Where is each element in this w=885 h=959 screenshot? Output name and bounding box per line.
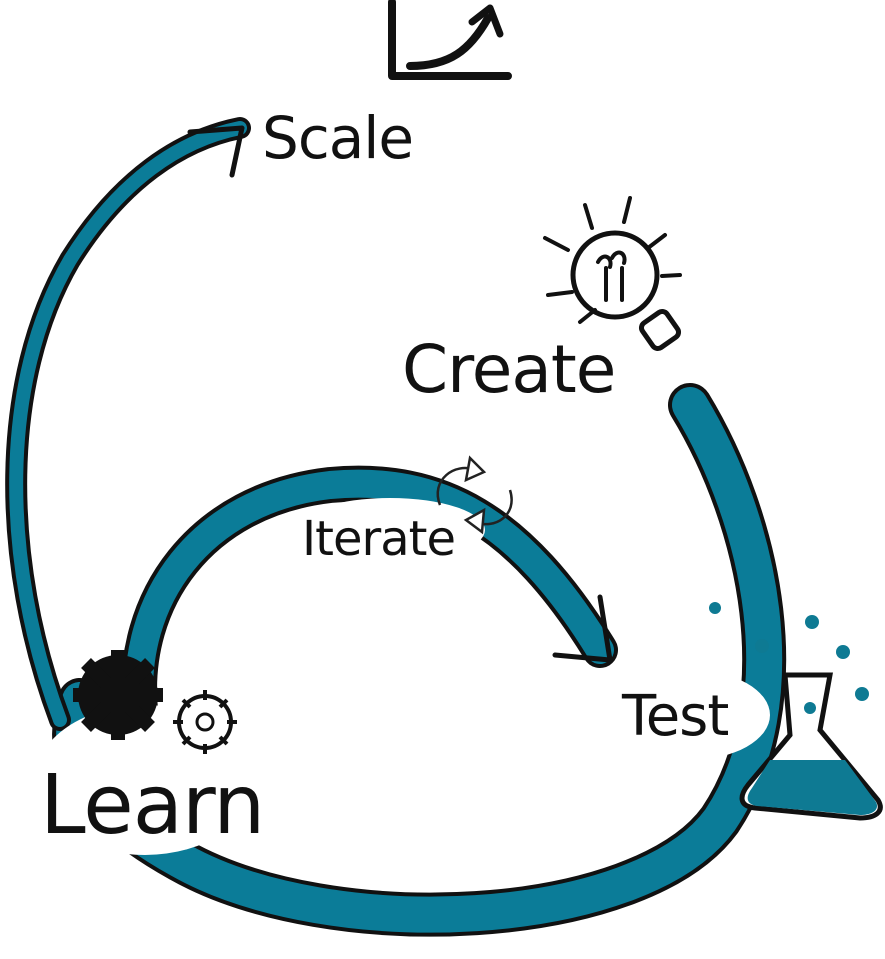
refresh-icon [436, 455, 513, 535]
inner-loop-band [121, 465, 618, 728]
scale-label: Scale [262, 104, 413, 172]
growth-chart-icon [388, 0, 512, 80]
learn-label: Learn [40, 758, 264, 853]
flask-icon [709, 602, 883, 821]
iterate-label: Iterate [302, 511, 455, 567]
scale-swoosh [5, 117, 251, 731]
create-label: Create [402, 331, 615, 408]
test-label: Test [621, 684, 728, 749]
lightbulb-icon [543, 196, 682, 352]
gears-icon [73, 650, 237, 754]
